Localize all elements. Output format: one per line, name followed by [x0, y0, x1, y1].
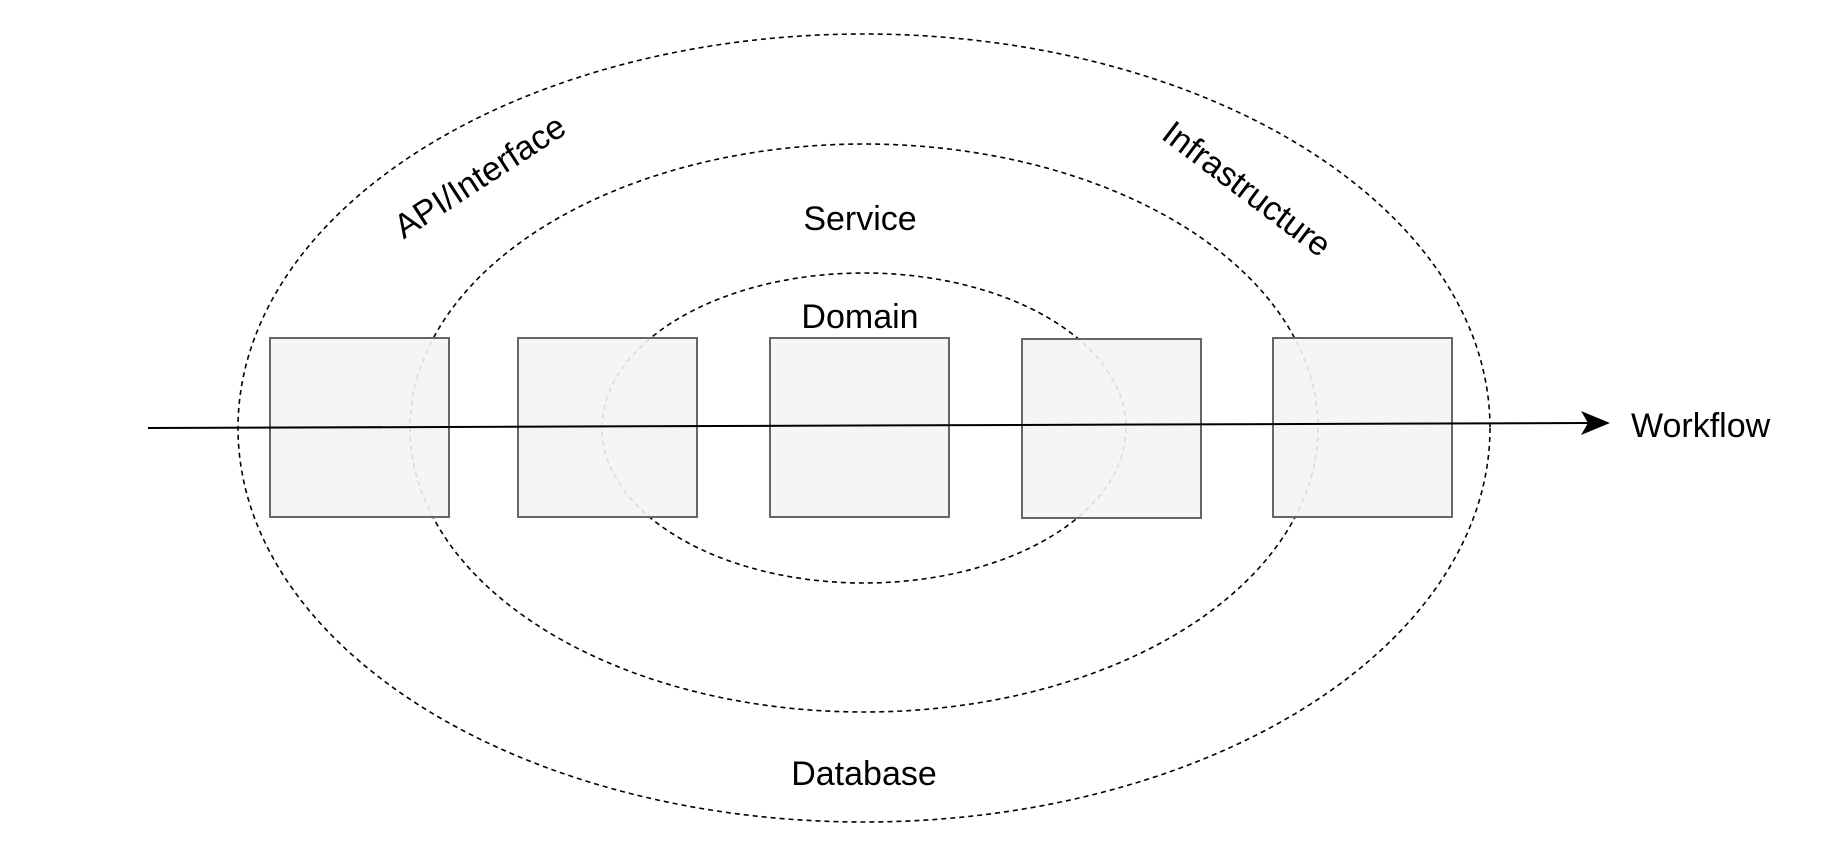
workflow-label: Workflow [1631, 407, 1771, 445]
infrastructure-layer-label: Infrastructure [1155, 114, 1338, 265]
component-box-4 [1021, 338, 1202, 519]
component-box-3 [769, 337, 950, 518]
api-interface-layer-label: API/Interface [387, 107, 573, 246]
database-layer-label: Database [791, 755, 937, 793]
workflow-arrowhead-icon [1581, 411, 1610, 435]
service-layer-label: Service [803, 200, 916, 238]
workflow-line [147, 422, 1589, 429]
domain-layer-label: Domain [801, 298, 918, 336]
component-box-5 [1272, 337, 1453, 518]
